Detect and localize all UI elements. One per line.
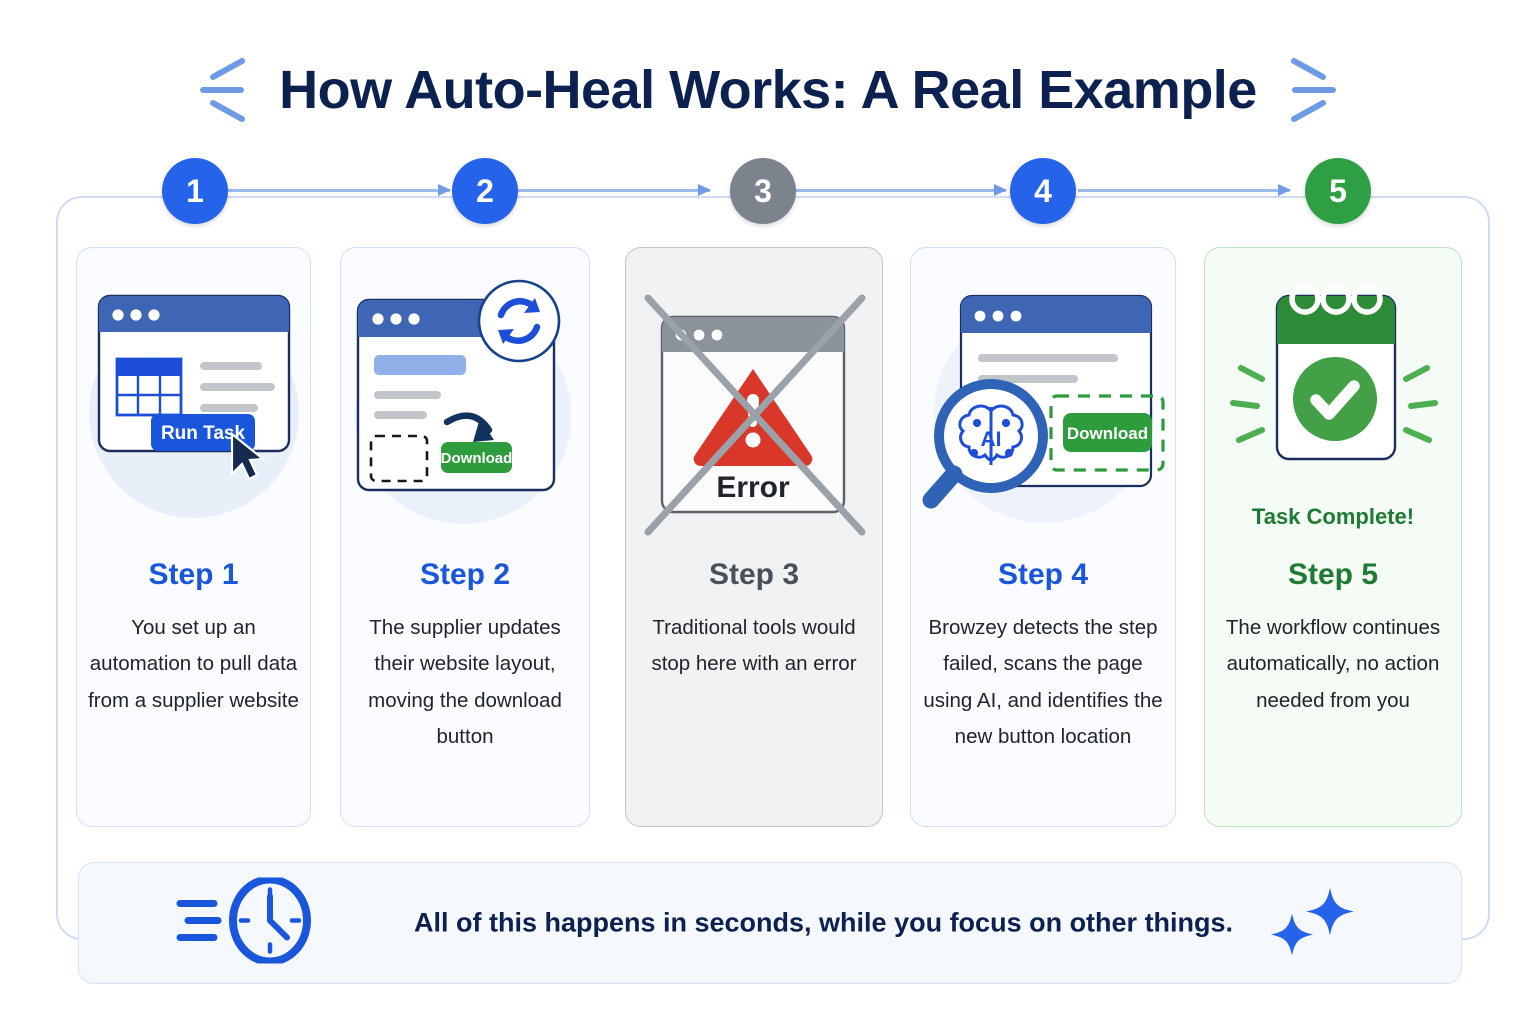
step-marker-label: 1 (186, 172, 204, 209)
sparkle-lines-icon-left (197, 51, 249, 129)
step-3-illustration: Error (626, 248, 882, 548)
svg-text:Download: Download (441, 450, 513, 467)
step-marker-2[interactable]: 2 (452, 158, 518, 224)
step-marker-3[interactable]: 3 (730, 158, 796, 224)
step-card-5[interactable]: Task Complete! Step 5 The workflow conti… (1204, 247, 1462, 827)
step-marker-5[interactable]: 5 (1305, 158, 1371, 224)
brain-icon (958, 404, 1024, 465)
connector-1-2 (228, 184, 451, 196)
step-marker-label: 3 (754, 172, 772, 209)
step-4-illustration: Download AI (911, 248, 1175, 548)
step-1-body: Step 1 You set up an automation to pull … (77, 560, 310, 719)
step-marker-row: 1 2 3 4 5 (0, 158, 1536, 228)
step-4-description: Browzey detects the step failed, scans t… (923, 616, 1163, 749)
step-marker-label: 5 (1329, 172, 1347, 209)
step-2-description: The supplier updates their website layou… (368, 616, 562, 749)
step-3-description: Traditional tools would stop here with a… (651, 616, 857, 676)
clock-speed-icon (174, 875, 334, 969)
step-card-4[interactable]: Download AI Step 4 (910, 247, 1176, 827)
svg-text:Run Task: Run Task (161, 423, 246, 444)
step-marker-label: 4 (1034, 172, 1052, 209)
step-1-title: Step 1 (148, 558, 239, 591)
step-marker-1[interactable]: 1 (162, 158, 228, 224)
header: How Auto-Heal Works: A Real Example (0, 40, 1536, 140)
step-1-illustration: Run Task (77, 248, 310, 548)
step-card-2[interactable]: Download Step 2 The supplier updates the… (340, 247, 590, 827)
step-card-3[interactable]: Error Step 3 Traditional tools would sto… (625, 247, 883, 827)
step-2-illustration: Download (341, 248, 589, 548)
sparkle-lines-icon-right (1287, 51, 1339, 129)
svg-text:Download: Download (1067, 424, 1148, 443)
connector-2-3 (508, 184, 711, 196)
page-title: How Auto-Heal Works: A Real Example (279, 60, 1257, 120)
step-marker-label: 2 (476, 172, 494, 209)
summary-banner-text: All of this happens in seconds, while yo… (414, 907, 1234, 938)
step-1-description: You set up an automation to pull data fr… (88, 616, 299, 712)
step-card-1[interactable]: Run Task Step 1 You set up an automation… (76, 247, 311, 827)
step-2-title: Step 2 (419, 558, 511, 591)
rays (1230, 365, 1438, 443)
step-5-title: Step 5 (1287, 558, 1379, 591)
sparkles-icon (1254, 878, 1364, 969)
step-3-body: Step 3 Traditional tools would stop here… (626, 560, 882, 683)
connector-3-4 (796, 184, 1007, 196)
step-4-body: Step 4 Browzey detects the step failed, … (911, 560, 1175, 756)
step-4-title: Step 4 (997, 558, 1089, 591)
summary-banner: All of this happens in seconds, while yo… (78, 862, 1462, 984)
step-5-description: The workflow continues automatically, no… (1225, 616, 1441, 712)
task-complete-badge: Task Complete! (1251, 504, 1415, 529)
step-5-illustration (1205, 248, 1461, 548)
svg-text:Error: Error (716, 471, 790, 504)
connector-4-5 (1078, 184, 1291, 196)
svg-text:AI: AI (981, 428, 1002, 451)
step-2-body: Step 2 The supplier updates their websit… (341, 560, 589, 756)
step-5-body: Step 5 The workflow continues automatica… (1205, 560, 1461, 719)
step-marker-4[interactable]: 4 (1010, 158, 1076, 224)
step-3-title: Step 3 (708, 558, 800, 591)
